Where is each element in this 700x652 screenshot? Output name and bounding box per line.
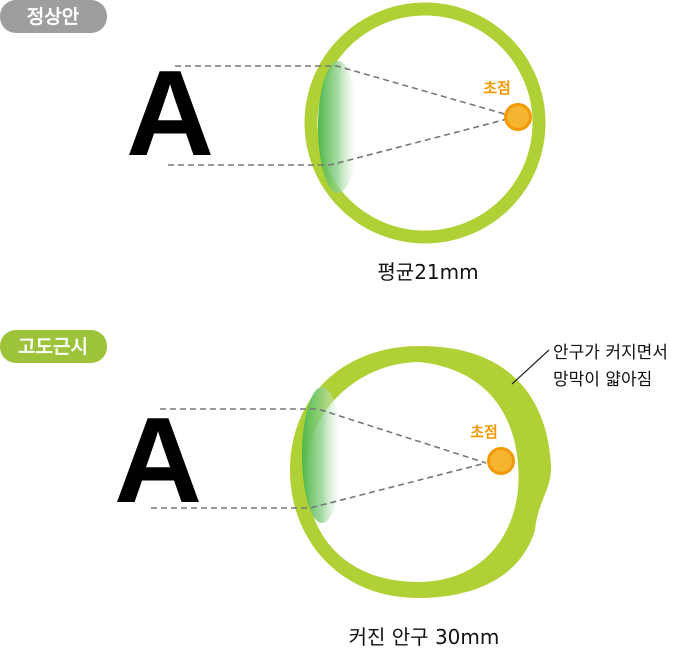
annotation-line-2: 망막이 얇아짐 [553,370,652,390]
normal-eye-caption: 평균21mm [377,260,478,284]
light-ray-bottom [151,462,487,509]
myopia-eye-caption: 커진 안구 30mm [349,625,500,649]
focus-label: 초점 [470,423,498,441]
lens [302,387,342,523]
focus-label: 초점 [483,79,511,97]
myopia-badge [0,330,107,363]
focus-point [487,447,515,475]
normal-eye-badge [0,0,107,33]
lens [318,61,358,193]
object-letter: A [114,392,202,528]
normal-eye-section: 정상안 A 초점 평균21mm [0,0,546,284]
object-letter: A [126,45,214,181]
annotation-leader-line [511,349,550,385]
light-ray-top [175,65,516,118]
focus-point [504,103,532,131]
light-ray-bottom [168,116,516,166]
light-ray-top [160,408,487,464]
myopia-badge-label: 고도근시 [18,336,88,358]
normal-eye-badge-label: 정상안 [27,6,80,28]
myopia-eye-section: 고도근시 A 초점 안구가 커지면서 망막이 얇아짐 커진 안구 30mm [0,330,668,649]
normal-eyeball [304,2,546,244]
annotation-line-1: 안구가 커지면서 [553,343,668,363]
